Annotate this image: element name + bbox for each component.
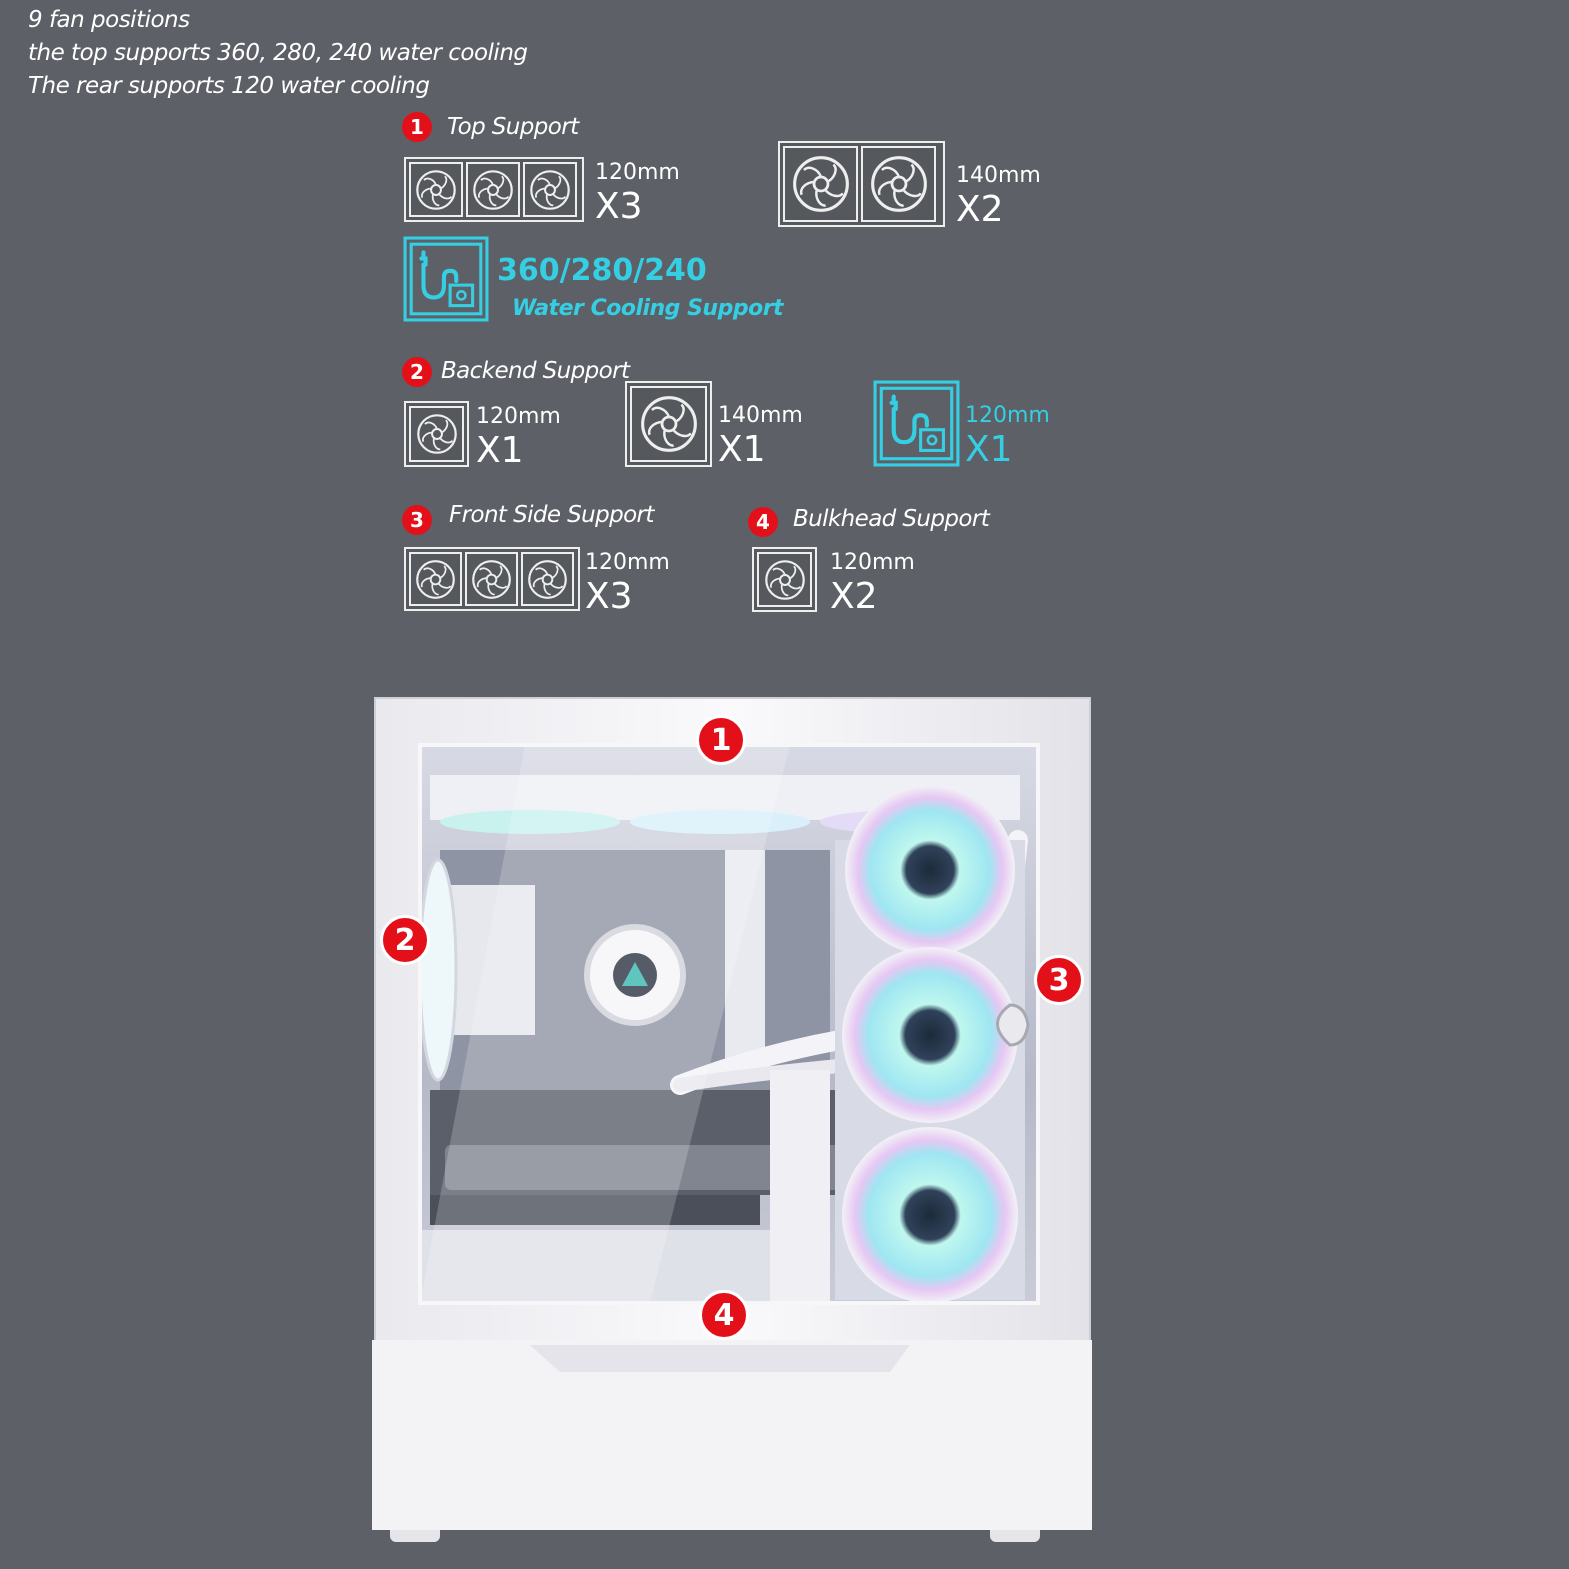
fan-size-label: 120mm [476, 404, 561, 429]
section-number-badge: 2 [402, 357, 432, 387]
section-title-back: Backend Support [441, 358, 630, 384]
water-cooling-label: Water Cooling Support [512, 296, 784, 321]
section-title-top: Top Support [447, 114, 579, 140]
fan-group-120x3 [404, 157, 584, 222]
water-cooling-icon [873, 380, 960, 467]
fan-group-140x2 [778, 141, 945, 227]
section-number-badge: 1 [402, 112, 432, 142]
fan-count-label: X1 [718, 429, 766, 470]
fan-group-120x3 [404, 547, 580, 611]
fan-icon [861, 146, 936, 222]
fan-count-label: X2 [830, 576, 878, 617]
intro-line: 9 fan positions [28, 7, 190, 33]
fan-size-label: 140mm [956, 163, 1041, 188]
section-number-badge: 4 [748, 507, 778, 537]
fan-size-label: 140mm [718, 403, 803, 428]
fan-icon [409, 162, 463, 217]
water-cooling-sizes: 360/280/240 [497, 253, 707, 288]
fan-count-label: X2 [956, 189, 1004, 230]
fan-icon [783, 146, 858, 222]
water-cooling-size: 120mm [965, 403, 1050, 428]
intro-line: the top supports 360, 280, 240 water coo… [28, 40, 528, 66]
fan-size-label: 120mm [830, 550, 915, 575]
position-marker-rear: 2 [380, 915, 430, 965]
fan-size-label: 120mm [595, 160, 680, 185]
fan-group-140x1 [625, 381, 712, 467]
pc-case-image [372, 697, 1092, 1542]
intro-line: The rear supports 120 water cooling [28, 73, 430, 99]
position-marker-front: 3 [1034, 955, 1084, 1005]
fan-count-label: X1 [476, 430, 524, 471]
fan-icon [466, 162, 520, 217]
section-number-badge: 3 [402, 505, 432, 535]
section-title-front: Front Side Support [449, 502, 654, 528]
fan-icon [409, 552, 462, 606]
intro-text: 9 fan positions the top supports 360, 28… [28, 4, 528, 103]
water-cooling-icon [403, 236, 489, 322]
fan-icon [465, 552, 518, 606]
fan-count-label: X3 [595, 186, 643, 227]
fan-count-label: X3 [585, 576, 633, 617]
section-title-bulkhead: Bulkhead Support [793, 506, 990, 532]
position-marker-bottom: 4 [699, 1290, 749, 1340]
fan-icon [757, 552, 812, 607]
fan-icon [523, 162, 577, 217]
water-cooling-count: X1 [965, 429, 1013, 470]
fan-size-label: 120mm [585, 550, 670, 575]
fan-icon [630, 386, 707, 462]
fan-icon [521, 552, 574, 606]
position-marker-top: 1 [696, 715, 746, 765]
fan-group-120x1 [404, 401, 469, 467]
fan-icon [409, 406, 464, 462]
fan-group-120x2 [752, 547, 817, 612]
